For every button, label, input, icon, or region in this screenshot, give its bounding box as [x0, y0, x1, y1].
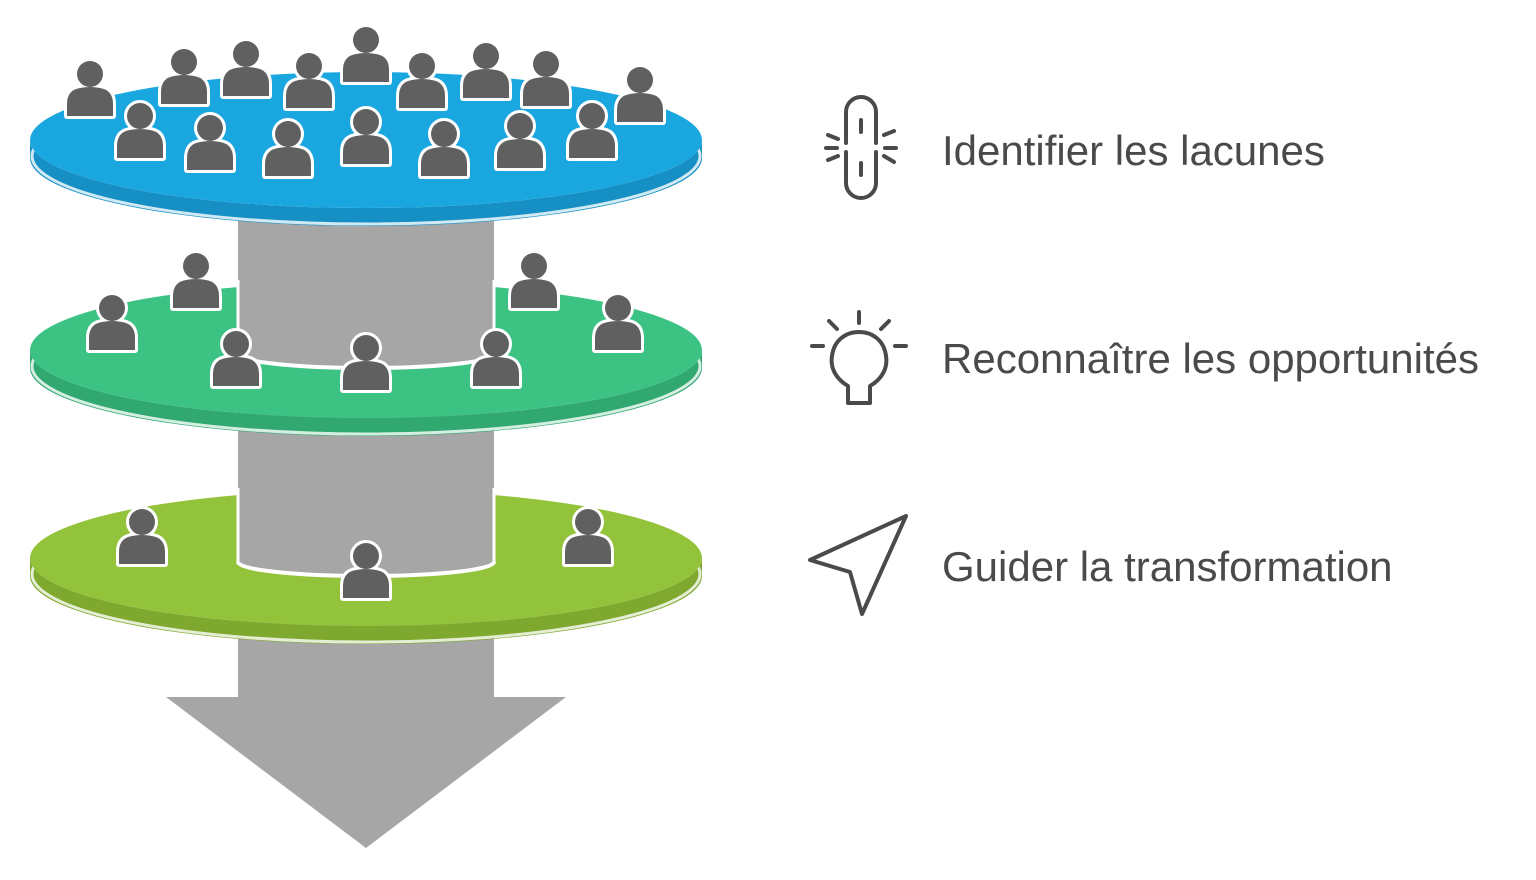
person-icon [210, 328, 262, 389]
person-icon [396, 50, 448, 111]
person-icon [418, 118, 470, 179]
person-icon [262, 118, 314, 179]
person-icon [283, 50, 335, 111]
person-icon [470, 328, 522, 389]
disc-side [30, 350, 702, 436]
column-segment [238, 280, 494, 368]
disc-side [30, 140, 702, 226]
person-icon [340, 24, 392, 85]
person-icon [170, 250, 222, 311]
person-icon [116, 506, 168, 567]
stage-icons [808, 95, 908, 616]
person-icon [220, 38, 272, 99]
stage-label-guide-transformation: Guider la transformation [942, 543, 1393, 590]
people-group [64, 24, 666, 179]
lightbulb-icon [810, 310, 908, 405]
person-icon [114, 100, 166, 161]
stage-disc-2 [30, 250, 702, 436]
person-icon [340, 332, 392, 393]
down-arrow-head [166, 697, 566, 848]
person-icon [508, 250, 560, 311]
column-segment [238, 488, 494, 576]
person-icon [64, 58, 116, 119]
person-icon [520, 48, 572, 109]
stage-disc-1 [30, 24, 702, 226]
stage-label-recognize-opportunities: Reconnaître les opportunités [942, 335, 1479, 382]
stage-disc-3 [30, 488, 702, 644]
stage-label-identify-gaps: Identifier les lacunes [942, 127, 1325, 174]
person-icon [460, 40, 512, 101]
person-icon [340, 540, 392, 601]
disc-stack [30, 24, 702, 644]
broken-link-icon [824, 95, 898, 200]
navigation-arrow-icon [808, 514, 908, 616]
people-group [116, 506, 614, 601]
person-icon [494, 110, 546, 171]
person-icon [184, 112, 236, 173]
person-icon [592, 292, 644, 353]
disc-side [30, 558, 702, 644]
person-icon [614, 64, 666, 125]
person-icon [158, 46, 210, 107]
people-group [86, 250, 644, 393]
person-icon [566, 100, 618, 161]
person-icon [340, 106, 392, 167]
person-icon [86, 292, 138, 353]
person-icon [562, 506, 614, 567]
